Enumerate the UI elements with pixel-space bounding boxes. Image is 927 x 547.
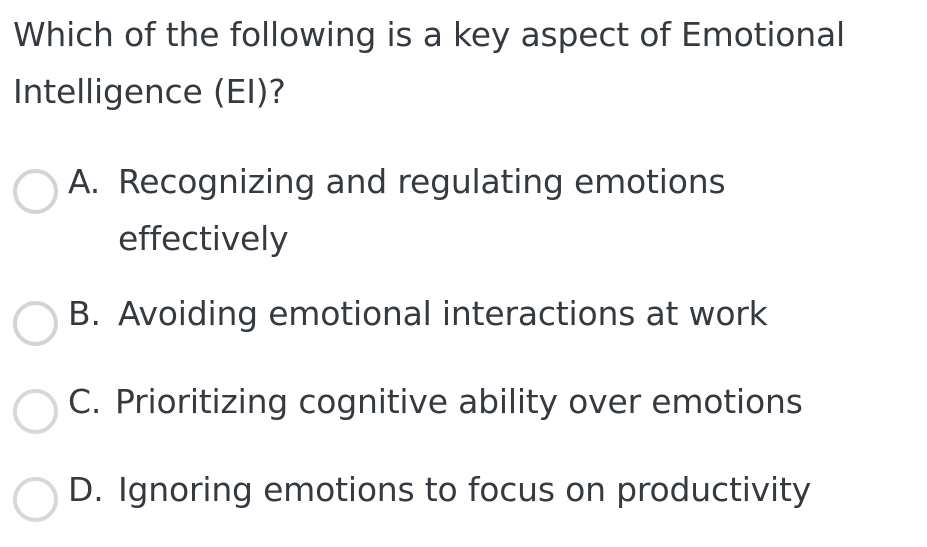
question-stem: Which of the following is a key aspect o… xyxy=(13,15,845,111)
radio-unselected-icon[interactable] xyxy=(13,389,58,434)
answer-option-b-letter: B. xyxy=(68,294,101,333)
radio-unselected-icon[interactable] xyxy=(13,169,58,214)
answer-option-a-label: Recognizing and regulating emotions effe… xyxy=(118,162,726,258)
answer-option-c[interactable]: C. Prioritizing cognitive ability over e… xyxy=(0,373,927,461)
answer-option-a-body: A. Recognizing and regulating emotions e… xyxy=(58,153,927,267)
answer-option-d-body: D. Ignoring emotions to focus on product… xyxy=(58,461,927,518)
answer-option-c-body: C. Prioritizing cognitive ability over e… xyxy=(58,373,927,430)
answer-options-list: A. Recognizing and regulating emotions e… xyxy=(0,153,927,547)
answer-option-d[interactable]: D. Ignoring emotions to focus on product… xyxy=(0,461,927,547)
answer-option-a[interactable]: A. Recognizing and regulating emotions e… xyxy=(0,153,927,285)
answer-option-c-label: Prioritizing cognitive ability over emot… xyxy=(115,382,803,421)
answer-option-b[interactable]: B. Avoiding emotional interactions at wo… xyxy=(0,285,927,373)
quiz-question-panel: Which of the following is a key aspect o… xyxy=(13,15,846,522)
answer-option-b-body: B. Avoiding emotional interactions at wo… xyxy=(58,285,927,342)
answer-option-c-letter: C. xyxy=(68,382,102,421)
radio-unselected-icon[interactable] xyxy=(13,301,58,346)
answer-option-a-letter: A. xyxy=(68,162,101,201)
radio-unselected-icon[interactable] xyxy=(13,477,58,522)
answer-option-d-letter: D. xyxy=(68,470,104,509)
answer-option-d-label: Ignoring emotions to focus on productivi… xyxy=(118,470,812,509)
answer-option-b-label: Avoiding emotional interactions at work xyxy=(118,294,768,333)
